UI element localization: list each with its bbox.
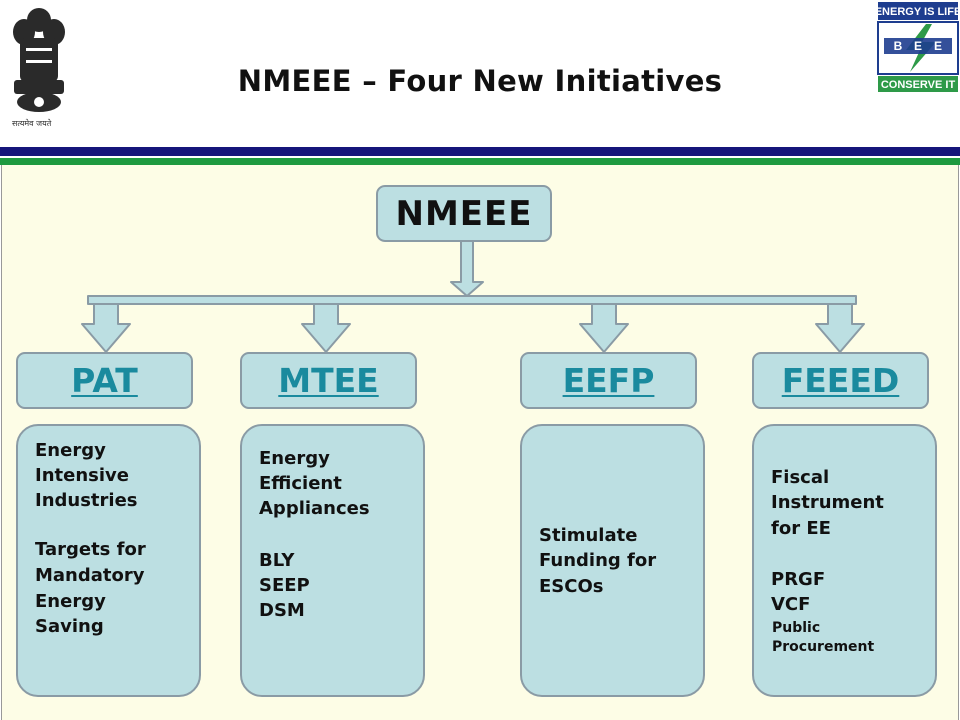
description-card-mtee (240, 424, 425, 697)
description-card-feeed (752, 424, 937, 697)
mtee-text: DSM (259, 600, 305, 621)
bee-logo-icon: ENERGY IS LIFE B E E CONSERVE IT (876, 0, 960, 96)
root-down-arrow (450, 240, 484, 297)
feeed-text: for EE (771, 518, 831, 539)
arrow-to-eefp (579, 303, 629, 353)
mtee-text: BLY (259, 550, 295, 571)
feeed-small-text: Public (772, 620, 821, 636)
distribution-bar (87, 295, 857, 305)
description-card-eefp (520, 424, 705, 697)
feeed-text: PRGF (771, 569, 826, 590)
header-divider-gap (0, 156, 960, 158)
mtee-text: Efficient (259, 473, 342, 494)
pat-text: Energy (35, 440, 106, 461)
feeed-small-text: Procurement (772, 639, 875, 655)
bee-logo-bottom-text: CONSERVE IT (881, 79, 956, 91)
eefp-text: Funding for (539, 550, 657, 571)
initiative-link-mtee[interactable]: MTEE (278, 361, 379, 400)
root-node-label: NMEEE (395, 193, 533, 234)
initiative-link-feeed[interactable]: FEEED (781, 361, 900, 400)
feeed-text: Instrument (771, 492, 884, 513)
mtee-text: Energy (259, 448, 330, 469)
description-card-pat (16, 424, 201, 697)
pat-text: Energy (35, 591, 106, 612)
initiative-node-mtee[interactable]: MTEE (240, 352, 417, 409)
eefp-text: ESCOs (539, 576, 604, 597)
pat-text: Mandatory (35, 565, 145, 586)
initiative-node-feeed[interactable]: FEEED (752, 352, 929, 409)
pat-text: Intensive (35, 465, 129, 486)
pat-text: Targets for (35, 539, 146, 560)
slide-header: सत्यमेव जयते NMEEE – Four New Initiative… (0, 0, 960, 148)
feeed-text: Fiscal (771, 467, 830, 488)
mtee-text: SEEP (259, 575, 310, 596)
bee-letter-b: B (894, 39, 903, 53)
root-node-nmeee: NMEEE (376, 185, 552, 242)
header-divider-blue (0, 147, 960, 156)
arrow-to-feeed (815, 303, 865, 353)
initiative-node-eefp[interactable]: EEFP (520, 352, 697, 409)
eefp-text: Stimulate (539, 525, 638, 546)
initiative-link-eefp[interactable]: EEFP (562, 361, 655, 400)
arrow-to-mtee (301, 303, 351, 353)
initiative-node-pat[interactable]: PAT (16, 352, 193, 409)
arrow-to-pat (81, 303, 131, 353)
header-divider-green (0, 158, 960, 165)
emblem-caption: सत्यमेव जयते (12, 119, 52, 128)
pat-text: Saving (35, 616, 104, 637)
feeed-text: VCF (771, 594, 811, 615)
pat-text: Industries (35, 490, 138, 511)
bee-letter-e1: E (914, 39, 922, 53)
bee-logo-top-text: ENERGY IS LIFE (876, 6, 960, 18)
page-title: NMEEE – Four New Initiatives (237, 64, 723, 98)
initiative-link-pat[interactable]: PAT (71, 361, 138, 400)
bee-letter-e2: E (934, 39, 942, 53)
emblem-of-india-icon (13, 8, 65, 112)
mtee-text: Appliances (259, 498, 370, 519)
